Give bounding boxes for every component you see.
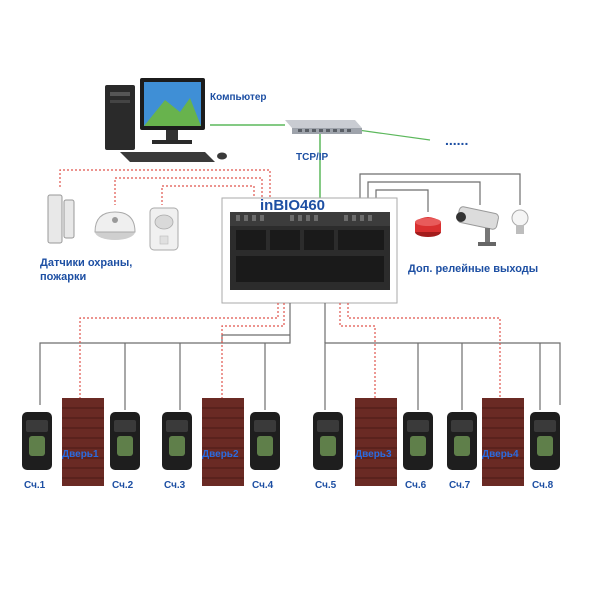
door-2-label: Дверь2 — [202, 449, 239, 460]
reader-4-label: Сч.4 — [252, 480, 274, 491]
door-contact-sensor-icon — [47, 194, 75, 244]
network-switch-icon — [285, 120, 362, 134]
door-3 — [355, 398, 397, 486]
computer-icon — [105, 78, 227, 162]
computer-label: Компьютер — [210, 92, 267, 103]
motion-sensor-icon — [149, 207, 179, 251]
door-4 — [482, 398, 524, 486]
reader-8 — [530, 412, 560, 470]
reader-7 — [447, 412, 477, 470]
reader-bus-wires — [39, 303, 561, 410]
reader-3 — [162, 412, 192, 470]
sensors-label-line2: пожарки — [40, 271, 86, 283]
reader-2-label: Сч.2 — [112, 480, 134, 491]
door-3-label: Дверь3 — [355, 449, 392, 460]
tcpip-label: TCP/IP — [296, 152, 329, 163]
door-4-label: Дверь4 — [482, 449, 519, 460]
door-lock-wires — [79, 303, 501, 398]
controller-box — [221, 197, 398, 304]
reader-6-label: Сч.6 — [405, 480, 427, 491]
camera-icon — [456, 206, 499, 246]
reader-5 — [313, 412, 343, 470]
switch-right-link — [357, 129, 431, 141]
reader-8-label: Сч.8 — [532, 480, 554, 491]
siren-icon — [415, 217, 441, 237]
reader-6 — [403, 412, 433, 470]
reader-3-label: Сч.3 — [164, 480, 186, 491]
reader-7-label: Сч.7 — [449, 480, 471, 491]
sensors-label-line1: Датчики охраны, — [40, 257, 132, 269]
reader-2 — [110, 412, 140, 470]
relay-outputs-label: Доп. релейные выходы — [408, 263, 538, 275]
reader-4 — [250, 412, 280, 470]
door-2 — [202, 398, 244, 486]
smoke-detector-icon — [94, 211, 136, 240]
light-bulb-icon — [511, 209, 529, 234]
controller-label: inBIO460 — [260, 197, 325, 214]
door-1 — [62, 398, 104, 486]
reader-1-label: Сч.1 — [24, 480, 46, 491]
door-1-label: Дверь1 — [62, 449, 99, 460]
reader-1 — [22, 412, 52, 470]
reader-5-label: Сч.5 — [315, 480, 337, 491]
network-more-dots: ...... — [445, 132, 468, 148]
